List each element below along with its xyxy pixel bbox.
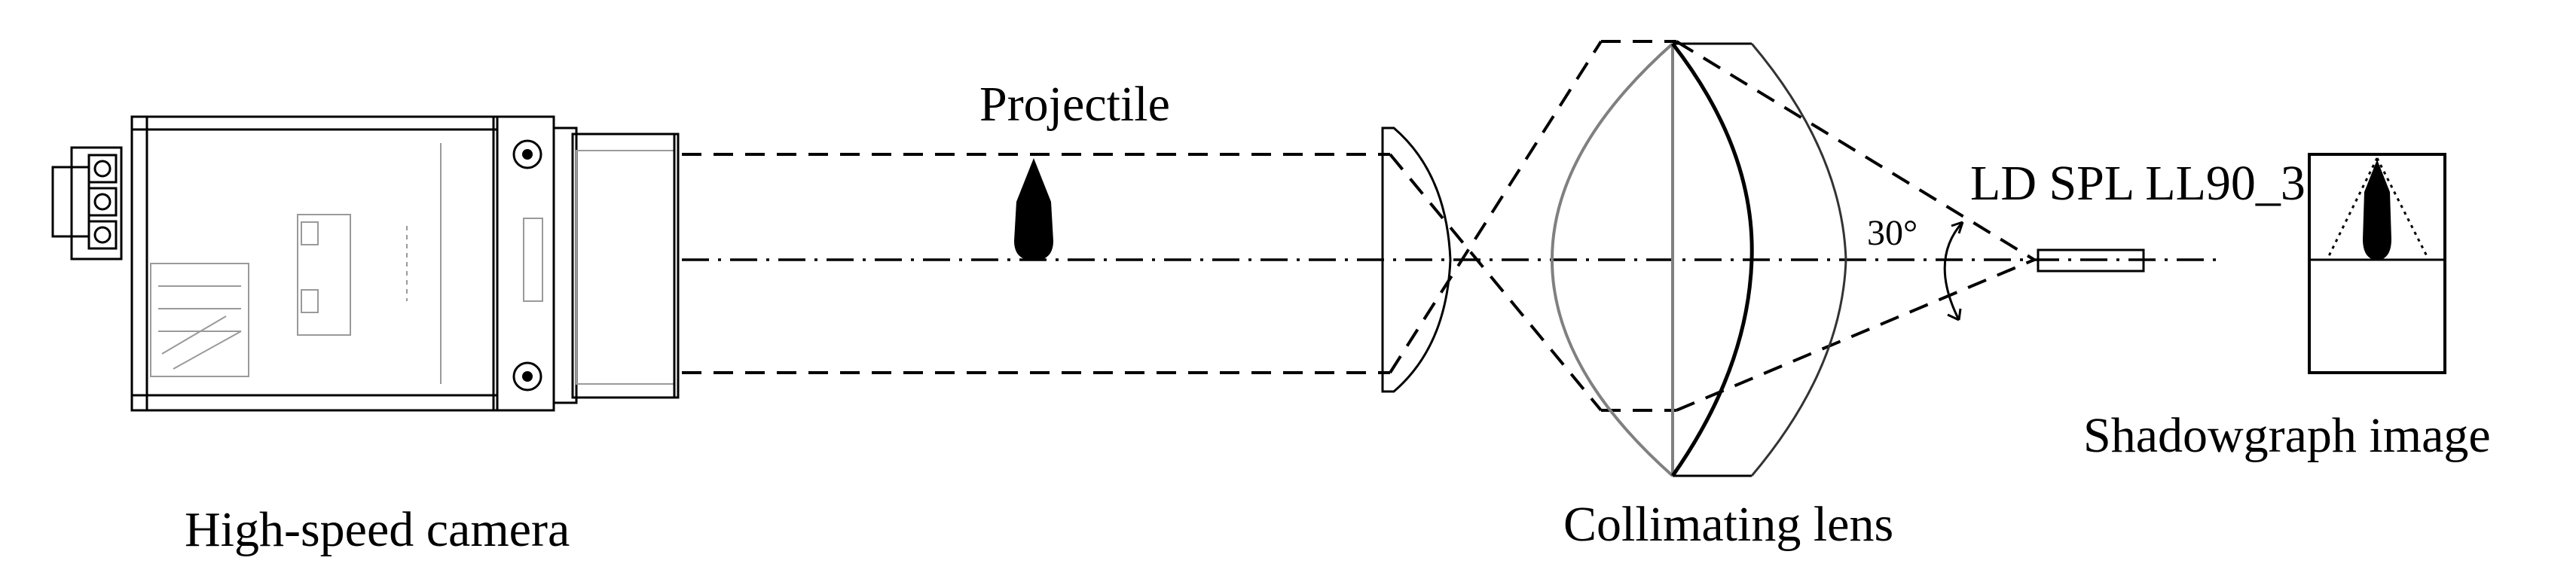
angle-label: 30°: [1867, 213, 1917, 253]
collimating-lens-icon: [1550, 42, 1847, 477]
high-speed-camera-icon: [51, 115, 680, 412]
shadowgraph-image-icon: [2308, 153, 2446, 374]
laser-diode-icon: [2037, 248, 2145, 273]
projectile-icon: [1014, 158, 1053, 260]
lens-label: Collimating lens: [1563, 497, 1893, 552]
beam-lines: [682, 40, 2223, 412]
meniscus-lens-icon: [1381, 126, 1452, 393]
shadowgraph-label: Shadowgraph image: [2083, 408, 2491, 463]
camera-label: High-speed camera: [185, 502, 570, 557]
projectile-label: Projectile: [979, 77, 1170, 132]
angle-arc-icon: [1943, 221, 1964, 321]
laser-label: LD SPL LL90_3: [1970, 156, 2306, 211]
